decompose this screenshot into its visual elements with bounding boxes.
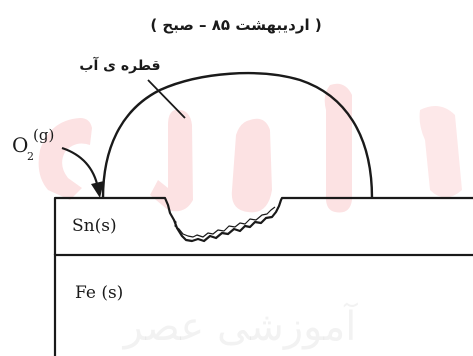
iron-label: Fe (s) xyxy=(75,283,123,303)
tin-label: Sn(s) xyxy=(72,216,117,236)
oxygen-state: (g) xyxy=(33,126,54,144)
watermark-text: آموزشی عصر xyxy=(122,302,359,350)
water-drop-label: قطره ی آب xyxy=(79,56,160,74)
watermark-logo-shape xyxy=(420,106,462,198)
watermark-logo-shape xyxy=(232,119,272,213)
caption: ( اردیبهشت ۸۵ – صبح ) xyxy=(150,16,321,34)
oxygen-symbol: O xyxy=(12,133,28,157)
water-drop-pointer xyxy=(148,80,185,118)
watermark-logo-shape xyxy=(150,110,193,211)
oxygen-subscript: 2 xyxy=(27,150,34,163)
